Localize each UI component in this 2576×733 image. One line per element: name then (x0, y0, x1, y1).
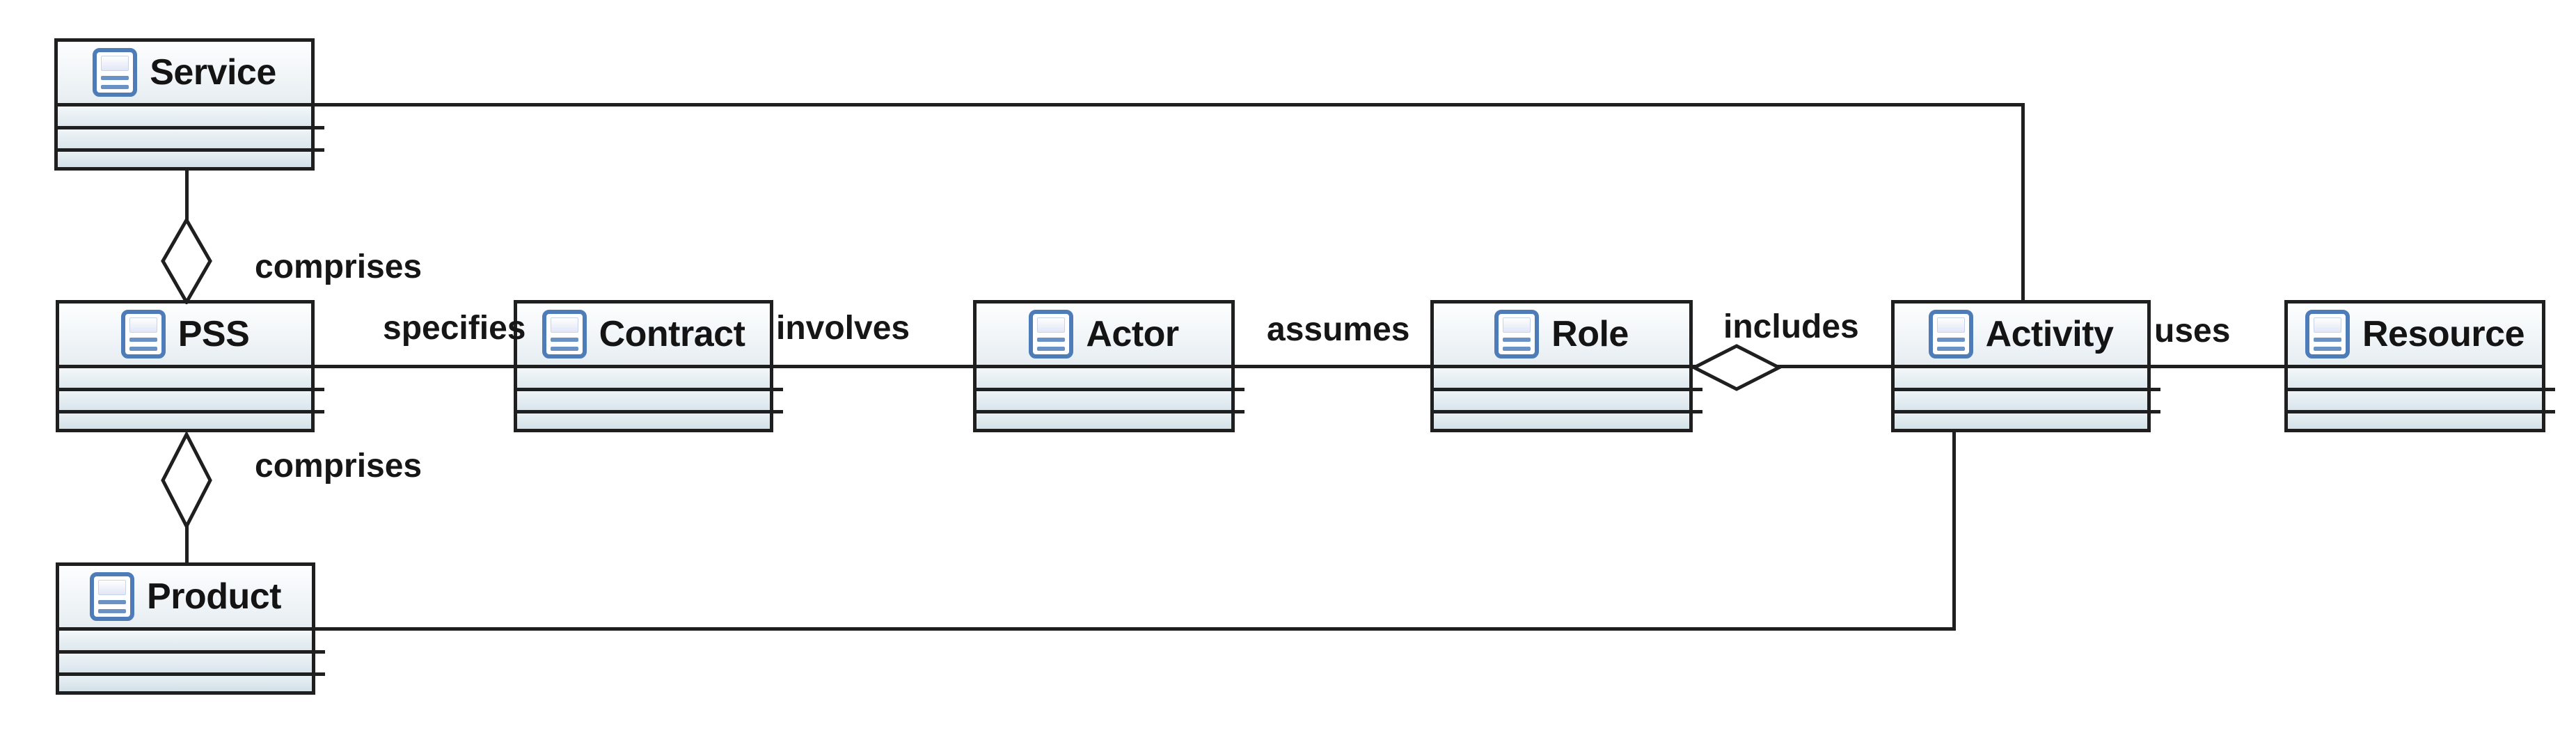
aggregation-diamond-pss-product (161, 432, 212, 528)
extra-compartment (2288, 413, 2542, 429)
edge-label-uses: uses (2154, 313, 2231, 349)
attributes-compartment (59, 631, 325, 654)
connector-product-activity-horizontal (315, 627, 1956, 631)
extra-compartment (1895, 413, 2147, 429)
class-name: Resource (2362, 314, 2525, 354)
class-box-role: Role (1430, 300, 1702, 432)
connector-pss-product-vertical (185, 524, 189, 564)
class-name: Activity (1985, 314, 2114, 354)
class-header: Resource (2288, 304, 2542, 368)
operations-compartment (59, 391, 324, 413)
class-box-pss: PSS (56, 300, 324, 432)
class-name: Service (150, 52, 276, 93)
operations-compartment (1895, 391, 2160, 413)
edge-label-involves: involves (776, 310, 910, 347)
class-header: PSS (59, 304, 311, 368)
extra-compartment (58, 152, 311, 167)
class-box-activity: Activity (1891, 300, 2160, 432)
class-header: Role (1434, 304, 1689, 368)
class-name: PSS (177, 314, 250, 354)
connector-service-pss-vertical (185, 169, 189, 221)
class-box-actor: Actor (973, 300, 1244, 432)
class-header: Product (59, 566, 312, 631)
class-icon (1928, 310, 1973, 358)
operations-compartment (517, 391, 783, 413)
edge-label-specifies: specifies (383, 310, 526, 347)
attributes-compartment (2288, 368, 2555, 391)
attributes-compartment (1895, 368, 2160, 391)
class-icon (1494, 310, 1540, 358)
class-header: Actor (977, 304, 1231, 368)
operations-compartment (977, 391, 1244, 413)
connector-main-row-horizontal (315, 365, 2286, 368)
attributes-compartment (517, 368, 783, 391)
connector-product-activity-vertical (1952, 431, 1956, 631)
extra-compartment (517, 413, 770, 429)
extra-compartment (977, 413, 1231, 429)
edge-label-includes: includes (1723, 308, 1859, 345)
extra-compartment (59, 676, 312, 691)
edge-label-comprises-bottom: comprises (255, 448, 422, 484)
class-name: Actor (1086, 314, 1179, 354)
class-icon (542, 310, 587, 358)
class-name: Role (1551, 314, 1629, 354)
extra-compartment (59, 413, 311, 429)
attributes-compartment (1434, 368, 1702, 391)
class-box-product: Product (56, 562, 325, 695)
aggregation-diamond-service-pss (161, 218, 212, 304)
class-header: Service (58, 42, 311, 107)
edge-label-comprises-top: comprises (255, 249, 422, 285)
attributes-compartment (58, 107, 324, 129)
class-icon (1029, 310, 1074, 358)
aggregation-diamond-role-activity (1691, 344, 1782, 391)
class-box-service: Service (54, 38, 324, 171)
extra-compartment (1434, 413, 1689, 429)
class-icon (93, 48, 138, 97)
class-name: Product (147, 576, 281, 617)
operations-compartment (59, 654, 325, 676)
class-name: Contract (599, 314, 745, 354)
connector-service-activity-vertical (2021, 103, 2025, 301)
class-box-contract: Contract (514, 300, 783, 432)
edge-label-assumes: assumes (1267, 311, 1410, 348)
class-header: Activity (1895, 304, 2147, 368)
class-icon (120, 310, 166, 358)
attributes-compartment (59, 368, 324, 391)
class-icon (90, 572, 135, 621)
attributes-compartment (977, 368, 1244, 391)
class-header: Contract (517, 304, 770, 368)
operations-compartment (2288, 391, 2555, 413)
class-box-resource: Resource (2284, 300, 2555, 432)
operations-compartment (58, 129, 324, 152)
operations-compartment (1434, 391, 1702, 413)
connector-service-activity-horizontal (315, 103, 2025, 107)
class-icon (2305, 310, 2350, 358)
